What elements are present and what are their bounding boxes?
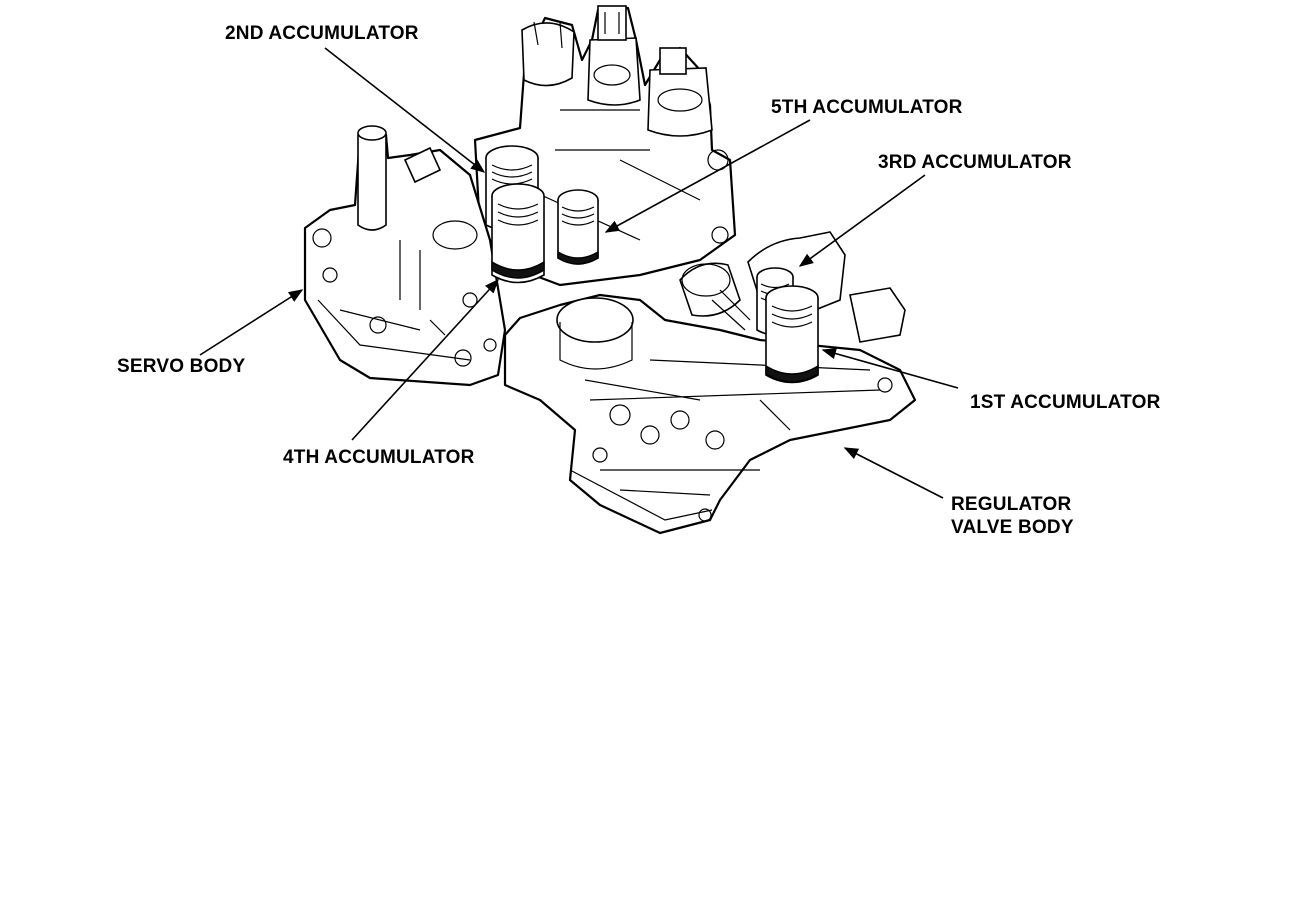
servo-body-illustration (303, 125, 507, 387)
label-regulator-line1: REGULATOR (951, 494, 1072, 515)
label-regulator-valve-body: REGULATOR VALVE BODY (951, 493, 1074, 539)
accumulator-5th-piston (557, 189, 599, 265)
accumulator-4th-piston (491, 183, 545, 284)
label-4th-accumulator: 4TH ACCUMULATOR (283, 447, 475, 468)
label-5th-accumulator: 5TH ACCUMULATOR (771, 97, 963, 118)
leader-servo-body (199, 289, 304, 356)
label-regulator-line2: VALVE BODY (951, 517, 1074, 538)
leader-3rd-accumulator (798, 174, 926, 267)
leader-regulator-valve-body (843, 447, 944, 499)
leader-lines (199, 47, 959, 499)
label-1st-accumulator: 1ST ACCUMULATOR (970, 392, 1161, 413)
label-servo-body: SERVO BODY (117, 356, 246, 377)
accumulator-1st-piston (765, 285, 819, 384)
leader-1st-accumulator (821, 347, 959, 389)
leader-5th-accumulator (604, 119, 811, 233)
leader-2nd-accumulator (324, 47, 486, 173)
label-3rd-accumulator: 3RD ACCUMULATOR (878, 152, 1072, 173)
label-2nd-accumulator: 2ND ACCUMULATOR (225, 23, 419, 44)
leader-4th-accumulator (351, 278, 499, 441)
